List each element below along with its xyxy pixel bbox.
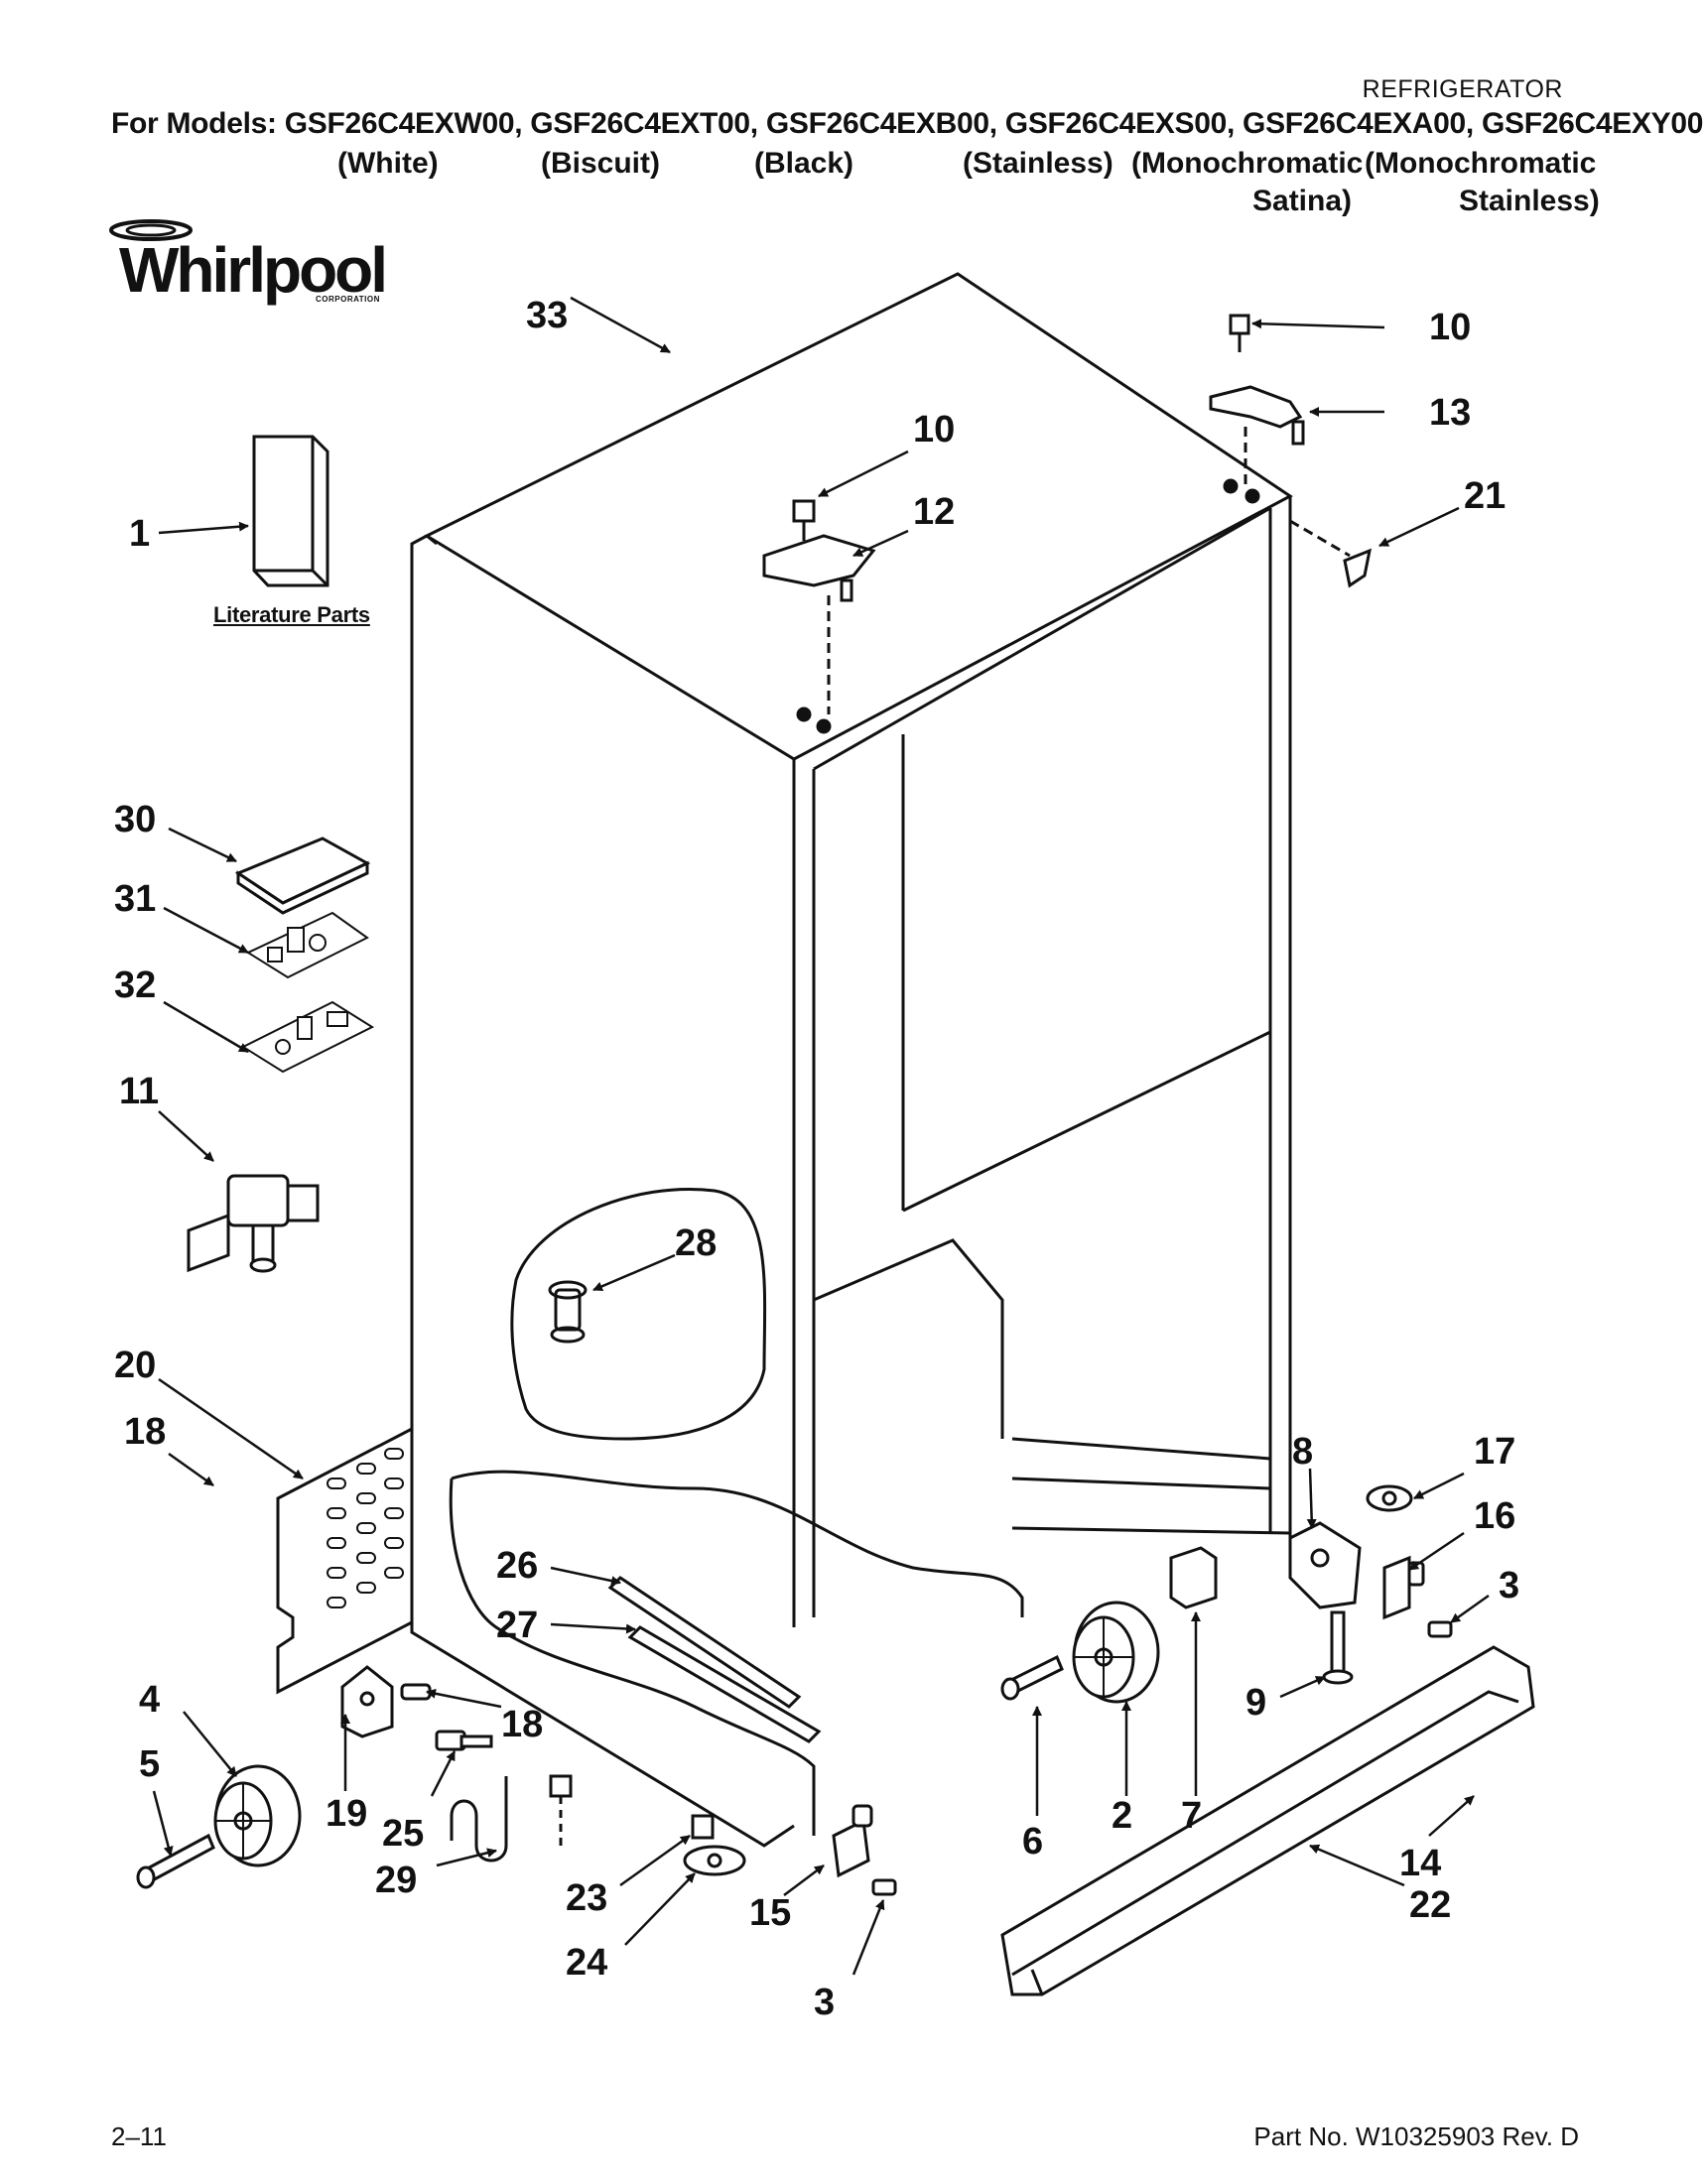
callout-6: 6 xyxy=(1022,1821,1043,1863)
callout-26: 26 xyxy=(496,1545,538,1587)
callout-11: 11 xyxy=(119,1071,159,1112)
drain-tube xyxy=(450,1774,573,1863)
finish-stainless-cont: Stainless) xyxy=(1459,185,1600,217)
drain-screw xyxy=(435,1730,493,1751)
callout-18-left: 18 xyxy=(124,1411,166,1453)
logo-corporation: CORPORATION xyxy=(316,295,380,304)
literature-booklet xyxy=(252,435,329,587)
finish-black: (Black) xyxy=(754,147,854,180)
top-hinge-left xyxy=(762,499,876,734)
callout-27: 27 xyxy=(496,1605,538,1646)
refrigerator-cabinet xyxy=(410,272,1293,1848)
finish-monochromatic-satina: (Monochromatic xyxy=(1131,147,1364,180)
top-hinge-right xyxy=(1209,314,1373,588)
callout-31: 31 xyxy=(114,878,156,920)
finish-biscuit: (Biscuit) xyxy=(541,147,660,180)
callout-3-bottom: 3 xyxy=(814,1982,835,2023)
callout-7: 7 xyxy=(1181,1795,1202,1837)
finish-stainless: (Stainless) xyxy=(963,147,1114,180)
callout-22: 22 xyxy=(1409,1884,1451,1926)
axle-pin-left xyxy=(136,1833,215,1889)
callout-29: 29 xyxy=(375,1860,417,1901)
callout-19: 19 xyxy=(326,1793,367,1835)
callout-17: 17 xyxy=(1474,1431,1515,1473)
finish-satina-cont: Satina) xyxy=(1252,185,1353,217)
leveling-bracket xyxy=(832,1804,897,1896)
cushion-block xyxy=(1169,1546,1218,1609)
callout-16: 16 xyxy=(1474,1495,1515,1537)
logo-wordmark: Whirlpool xyxy=(119,234,385,306)
callout-12: 12 xyxy=(913,491,955,533)
leveling-leg xyxy=(683,1814,746,1876)
callout-9: 9 xyxy=(1245,1682,1266,1724)
models-line: For Models: GSF26C4EXW00, GSF26C4EXT00, … xyxy=(111,107,1703,140)
callout-28: 28 xyxy=(675,1222,717,1264)
front-roller-right xyxy=(1072,1601,1160,1704)
page-number: 2–11 xyxy=(111,2121,167,2151)
callout-4: 4 xyxy=(139,1679,160,1721)
callout-30: 30 xyxy=(114,799,156,840)
grille-panel xyxy=(276,1426,414,1695)
callout-3-right: 3 xyxy=(1499,1565,1519,1606)
toe-grille xyxy=(1000,1645,1535,1996)
water-valve xyxy=(187,1174,320,1273)
callout-21: 21 xyxy=(1464,475,1506,517)
category-label: REFRIGERATOR xyxy=(1362,75,1563,103)
callout-10-right: 10 xyxy=(1429,307,1471,348)
callout-1: 1 xyxy=(129,513,150,555)
electronic-board xyxy=(240,1000,375,1074)
callout-13: 13 xyxy=(1429,392,1471,434)
axle-pin-right xyxy=(1000,1654,1064,1701)
rear-roller-left xyxy=(213,1764,302,1867)
callout-32: 32 xyxy=(114,964,156,1006)
callout-5: 5 xyxy=(139,1743,160,1785)
leader-lines xyxy=(152,296,1490,1976)
control-cover xyxy=(234,836,371,915)
callout-8: 8 xyxy=(1292,1431,1313,1473)
callout-14: 14 xyxy=(1399,1843,1441,1884)
callout-24: 24 xyxy=(566,1942,607,1984)
callout-18-mid: 18 xyxy=(501,1704,543,1745)
callout-2: 2 xyxy=(1112,1795,1132,1837)
finish-white: (White) xyxy=(337,147,439,180)
callout-10-left: 10 xyxy=(913,409,955,450)
callout-15: 15 xyxy=(749,1892,791,1934)
whirlpool-logo: Whirlpool CORPORATION xyxy=(109,219,388,306)
callout-25: 25 xyxy=(382,1813,424,1855)
control-board xyxy=(245,911,369,979)
part-number: Part No. W10325903 Rev. D xyxy=(1253,2121,1579,2151)
callout-20: 20 xyxy=(114,1345,156,1386)
literature-parts-label: Literature Parts xyxy=(213,602,370,627)
callout-numbers: 33 10 13 21 10 12 1 30 31 32 11 28 20 18… xyxy=(114,295,1519,2023)
finish-monochromatic-stainless: (Monochromatic xyxy=(1365,147,1597,180)
callout-23: 23 xyxy=(566,1877,607,1919)
callout-33: 33 xyxy=(526,295,568,336)
clip-bracket xyxy=(340,1665,432,1738)
bottom-hinge-bracket xyxy=(1288,1484,1453,1685)
